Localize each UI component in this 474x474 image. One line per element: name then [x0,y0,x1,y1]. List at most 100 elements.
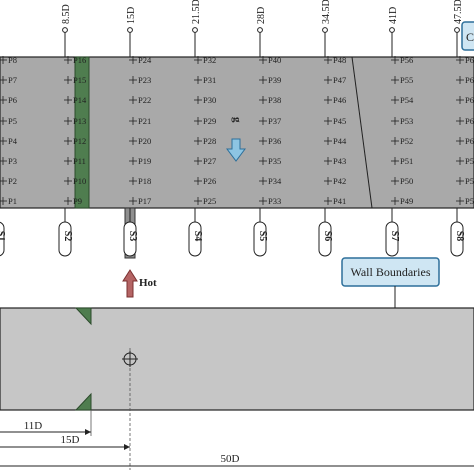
wall-boundaries-callout: Wall Boundaries [341,257,440,308]
top-dim-node [257,27,263,33]
probe-label: P12 [73,136,86,146]
probe-label: P43 [333,156,346,166]
dim-11d-label: 11D [24,420,43,432]
top-dim-label: 15D [126,7,137,24]
probe-label: P48 [333,55,346,65]
probe-label: P35 [268,156,281,166]
probe-label: P13 [73,116,86,126]
probe-label: P7 [8,75,17,85]
wall-boundaries-label: Wall Boundaries [350,265,430,279]
wall-boundary-line [351,56,373,209]
probe-label: P42 [333,176,346,186]
probe-label: P59 [465,156,474,166]
probe-label: P26 [203,176,216,186]
gravity-label: g [231,117,243,123]
upper-fin [74,307,92,326]
probe-label: P2 [8,176,17,186]
top-dim-label: 28D [256,7,267,24]
top-dim-node [127,27,133,33]
probe-label: P19 [138,156,151,166]
probe-label: P23 [138,75,151,85]
probe-label: P41 [333,196,346,206]
probe-label: P29 [203,116,216,126]
probe-label: P33 [268,196,281,206]
hot-arrow-icon [122,269,138,298]
top-dim-label: 21.5D [191,0,202,24]
probe-label: P17 [138,196,151,206]
section-badge [253,221,267,257]
dim-15d-label: 15D [61,434,80,446]
section-badge [318,221,332,257]
probe-label: P55 [400,75,413,85]
top-dim-label: 41D [388,7,399,24]
probe-label: P50 [400,176,413,186]
probe-label: P61 [465,116,474,126]
section-badge [0,221,5,257]
probe-label: P64 [465,55,474,65]
probe-label: P18 [138,176,151,186]
probe-label: P5 [8,116,17,126]
probe-label: P44 [333,136,347,146]
probe-label: P58 [465,176,474,186]
inlet-crosshair-icon [122,351,138,367]
dim-50d-label: 50D [221,453,240,465]
probe-label: P10 [73,176,86,186]
probe-label: P28 [203,136,216,146]
hot-label: Hot [139,277,157,289]
probe-label: P57 [465,196,474,206]
section-badge [58,221,72,257]
corner-callout-box [461,21,474,51]
probe-label: P56 [400,55,413,65]
section-label: S1 [0,231,6,242]
probe-label: P4 [8,136,18,146]
probe-label: P36 [268,136,281,146]
probe-label: P14 [73,95,87,105]
gravity-indicator: g [226,117,246,162]
top-dim-node [454,27,460,33]
probe-label: P6 [8,95,17,105]
probe-label: P34 [268,176,282,186]
probe-label: P47 [333,75,346,85]
probe-label: P39 [268,75,281,85]
probe-label: P30 [203,95,216,105]
probe-label: P16 [73,55,86,65]
section-badge [188,221,202,257]
bottom-channel [0,307,474,411]
probe-label: P45 [333,116,346,126]
probe-label: P9 [73,196,82,206]
probe-label: P3 [8,156,17,166]
probe-label: P20 [138,136,151,146]
probe-label: P51 [400,156,413,166]
section-label: S2 [62,231,73,242]
heater-strip [74,56,90,209]
top-dim-node [389,27,395,33]
probe-label: P54 [400,95,414,105]
probe-label: P1 [8,196,17,206]
probe-label: P8 [8,55,17,65]
top-dim-label: 47.5D [453,0,464,24]
probe-label: P46 [333,95,346,105]
section-label: S3 [127,231,138,242]
top-dim-node [62,27,68,33]
probe-label: P22 [138,95,151,105]
dimension-50d: 50D [0,453,474,467]
probe-label: P38 [268,95,281,105]
probe-label: P25 [203,196,216,206]
section-label: S5 [257,231,268,242]
top-dim-node [192,27,198,33]
dimension-15d: 15D [0,434,130,450]
probe-label: P53 [400,116,413,126]
section-label: S8 [454,231,465,242]
probe-label: P24 [138,55,152,65]
section-label: S6 [322,231,333,242]
dimension-11d: 11D [0,420,91,435]
probe-label: P63 [465,75,474,85]
probe-label: P62 [465,95,474,105]
probe-label: P31 [203,75,216,85]
corner-callout-label: C [466,30,474,44]
probe-label: P21 [138,116,151,126]
top-dim-label: 8.5D [61,4,72,24]
probe-label: P27 [203,156,216,166]
